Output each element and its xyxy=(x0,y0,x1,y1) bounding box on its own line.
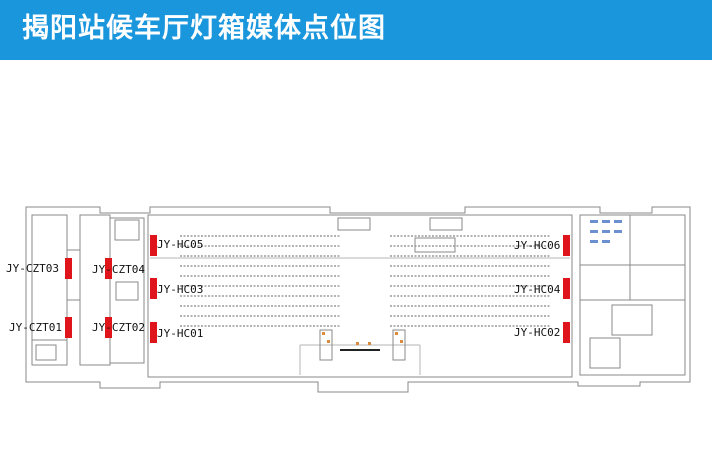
stair-block xyxy=(414,237,456,253)
label-hc06: JY-HC06 xyxy=(514,239,561,252)
ticket-gate-left xyxy=(319,329,333,361)
marker-hc01[interactable] xyxy=(150,322,157,343)
entrance-gate-right xyxy=(429,217,463,231)
label-hc02: JY-HC02 xyxy=(514,326,561,339)
entrance-gate-left xyxy=(337,217,371,231)
label-czt02: JY-CZT02 xyxy=(92,321,145,334)
marker-hc05[interactable] xyxy=(150,235,157,256)
building-outline xyxy=(25,206,691,393)
left-stair xyxy=(114,219,140,241)
label-czt03: JY-CZT03 xyxy=(6,262,59,275)
marker-hc04[interactable] xyxy=(563,278,570,299)
ticket-gate-right xyxy=(392,329,406,361)
marker-czt01[interactable] xyxy=(65,317,72,338)
header-bar: 揭阳站候车厅灯箱媒体点位图 xyxy=(0,0,712,60)
label-hc03: JY-HC03 xyxy=(157,283,204,296)
label-hc01: JY-HC01 xyxy=(157,327,204,340)
floor-plan xyxy=(25,206,691,393)
left-core-room xyxy=(109,217,145,364)
left-small-room-2 xyxy=(35,344,57,361)
marker-hc06[interactable] xyxy=(563,235,570,256)
left-wing-room-2 xyxy=(79,214,111,366)
page-title: 揭阳站候车厅灯箱媒体点位图 xyxy=(22,13,386,44)
marker-hc02[interactable] xyxy=(563,322,570,343)
label-hc04: JY-HC04 xyxy=(514,283,561,296)
right-wing-room xyxy=(579,214,686,376)
marker-czt03[interactable] xyxy=(65,258,72,279)
main-hall xyxy=(147,214,573,378)
left-small-room xyxy=(115,281,139,301)
marker-czt04[interactable] xyxy=(105,258,112,279)
marker-hc03[interactable] xyxy=(150,278,157,299)
right-room-2 xyxy=(589,337,621,369)
left-wing-room xyxy=(31,214,68,366)
marker-czt02[interactable] xyxy=(105,317,112,338)
label-czt04: JY-CZT04 xyxy=(92,263,145,276)
right-room xyxy=(611,304,653,336)
label-hc05: JY-HC05 xyxy=(157,238,204,251)
label-czt01: JY-CZT01 xyxy=(9,321,62,334)
